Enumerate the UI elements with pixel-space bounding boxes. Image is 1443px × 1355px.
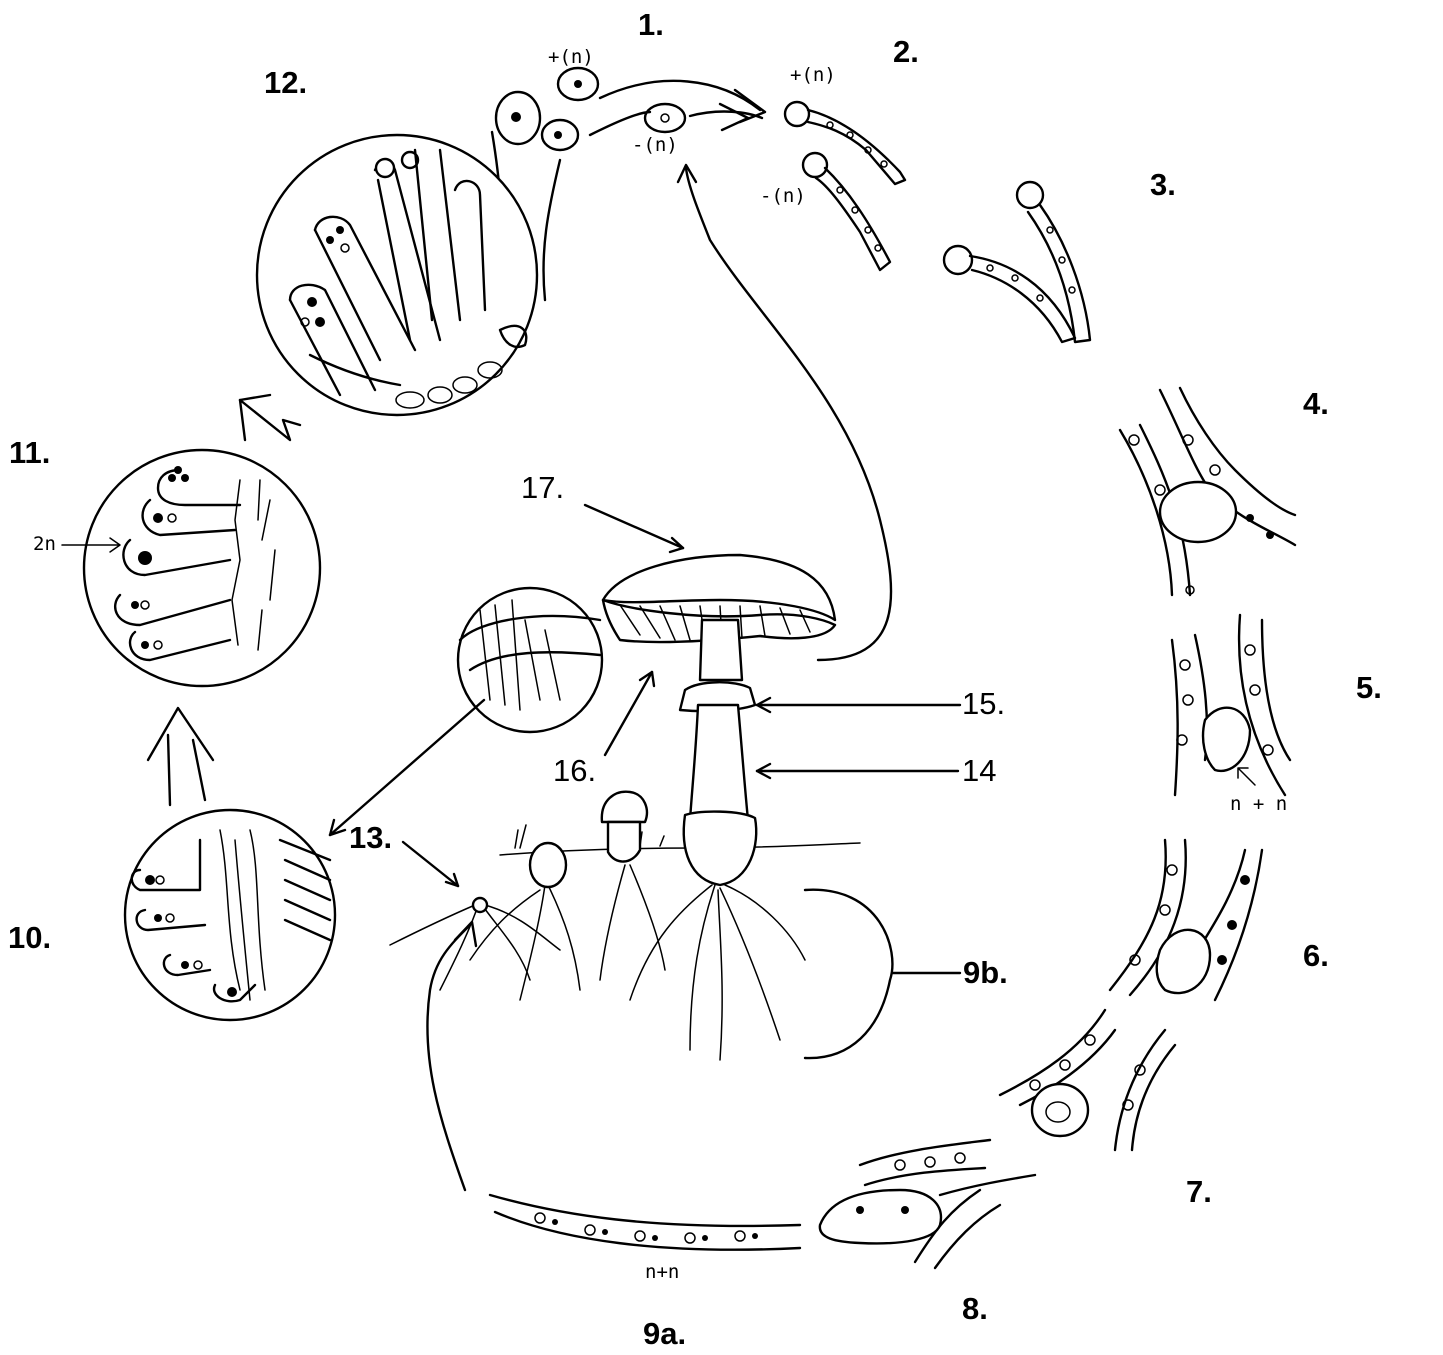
label-stage-5: 5. [1356,672,1382,703]
annotation-hypha-minus-stage-2: -(n) [760,187,806,206]
label-stage-10: 10. [8,922,51,953]
stage-4-hyphal-fusion-drawing [1120,388,1295,595]
label-stage-4: 4. [1303,388,1329,419]
label-stage-9b: 9b. [963,957,1008,988]
arrow-11-to-12-drawing [240,395,300,440]
label-stage-11: 11. [9,437,50,468]
young-fruiting-bodies-drawing [473,792,647,912]
stage-9a-dikaryotic-mycelium-drawing [427,922,800,1250]
stage-10-hymenium-closeup-drawing [125,810,335,1020]
label-stage-14: 14 [962,755,996,786]
annotation-spore-minus-stage-1: -(n) [632,136,678,155]
annotation-spore-plus-stage-1: +(n) [548,48,594,67]
stage-8-binucleate-cell-drawing [820,1140,1035,1268]
stage-7-clamp-connection-drawing [1000,1010,1175,1150]
label-stage-15: 15. [962,688,1005,719]
label-stage-13: 13. [349,822,392,853]
annotation-dikaryon-stage-9a: n+n [645,1263,679,1282]
stage-16-gill-closeup-drawing [330,588,602,835]
label-stage-12: 12. [264,67,307,98]
label-stage-9a: 9a. [643,1318,686,1349]
stage-6-dikaryotic-hyphae-drawing [1110,840,1262,1000]
label-stage-7: 7. [1186,1176,1212,1207]
label-stage-17: 17. [521,472,564,503]
stage-12-basidia-closeup-drawing [257,135,537,415]
annotation-hypha-plus-stage-2: +(n) [790,66,836,85]
label-stage-2: 2. [893,36,919,67]
label-stage-8: 8. [962,1293,988,1324]
stage-11-diploid-basidia-closeup-drawing [62,450,320,686]
label-stage-6: 6. [1303,940,1329,971]
stage-5-plasmogamy-drawing [1172,615,1290,795]
arrow-10-to-11-drawing [148,708,213,805]
label-stage-16: 16. [553,755,596,786]
label-stage-1: 1. [638,9,664,40]
annotation-diploid-stage-11: 2n [33,535,56,554]
label-stage-3: 3. [1150,169,1176,200]
stage-3-hyphae-meeting-drawing [944,182,1090,342]
annotation-fusion-stage-5: n + n [1230,795,1287,814]
